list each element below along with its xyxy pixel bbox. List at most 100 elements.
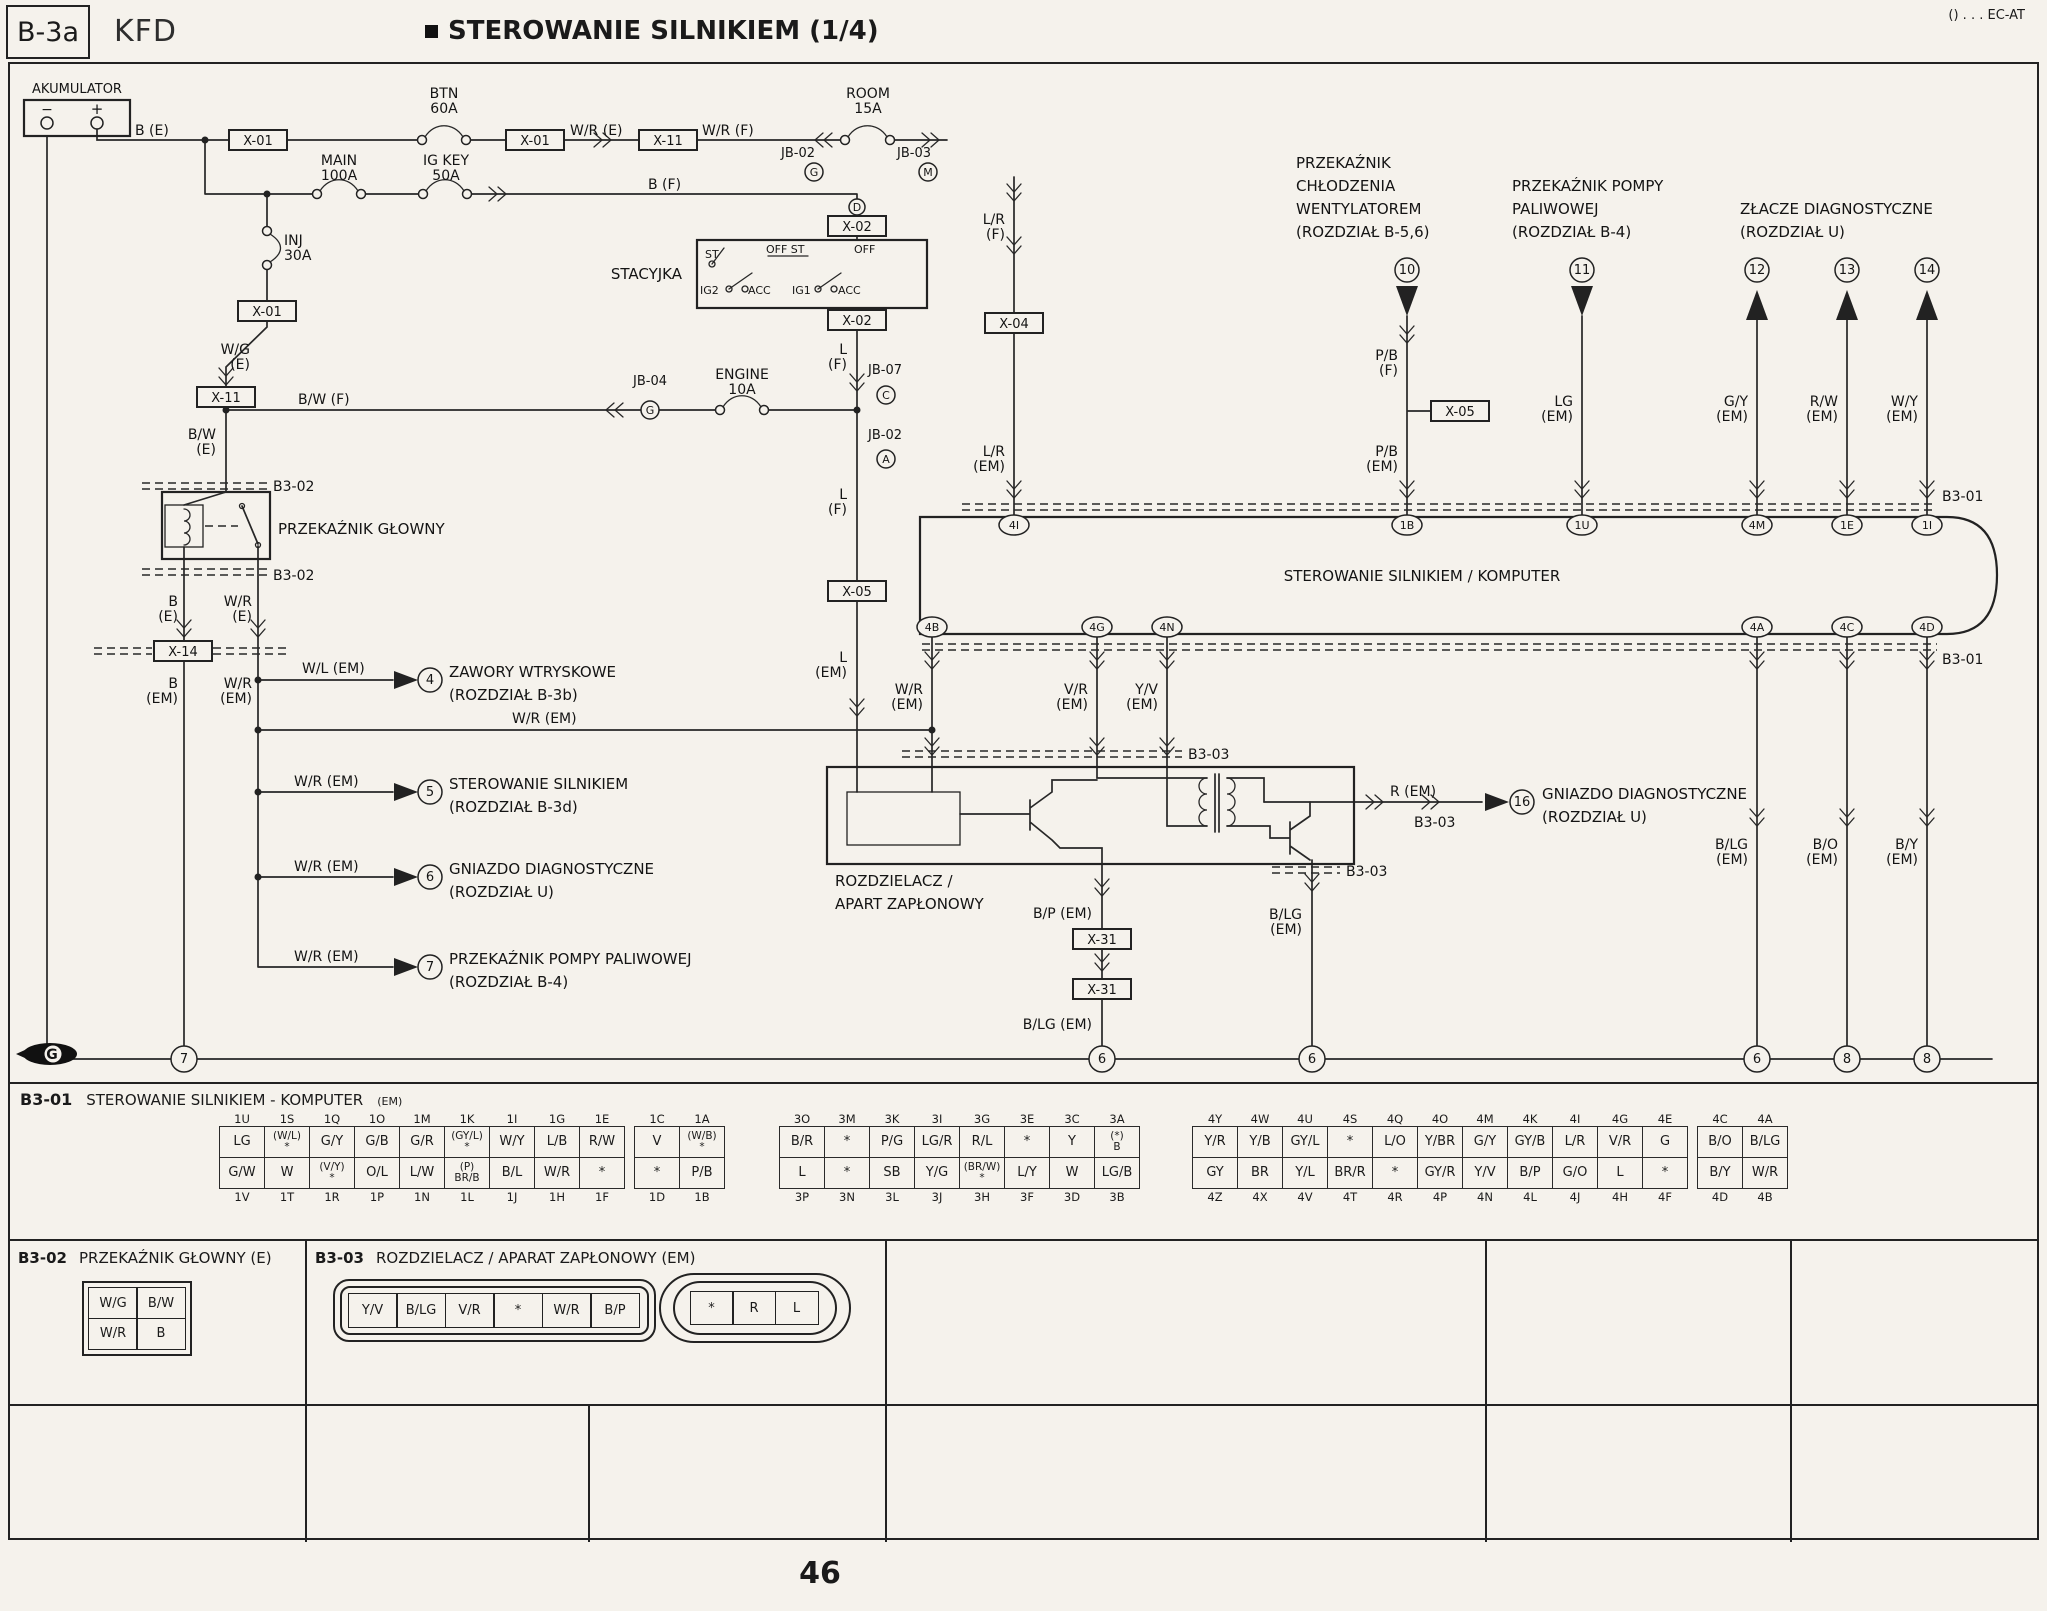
inline-connector-chevron-icon — [1006, 480, 1022, 499]
sterowanie-5-label: STEROWANIE SILNIKIEM(ROZDZIAŁ B-3d) — [449, 775, 628, 816]
pin-wire-color: L — [1597, 1157, 1643, 1189]
wire-yv-em: Y/V(EM) — [1126, 682, 1158, 713]
pin-id: 4T — [1342, 1189, 1358, 1204]
b303-c: B3-03 — [1346, 864, 1387, 880]
pin-id: 3M — [838, 1111, 856, 1126]
inline-connector-chevron-icon — [1839, 808, 1855, 827]
wire-l-em: L(EM) — [815, 650, 847, 681]
pin-wire-color: B/P — [1507, 1157, 1553, 1189]
pin-1i: 1I — [1911, 514, 1943, 536]
inline-connector-chevron-icon — [1919, 651, 1935, 670]
detail-row-2 — [10, 1404, 2037, 1542]
svg-text:4B: 4B — [925, 621, 940, 634]
svg-text:14: 14 — [1919, 263, 1936, 278]
inline-connector-chevron-icon — [488, 186, 507, 202]
pin-id: 1D — [648, 1189, 666, 1204]
pin-id: 1G — [548, 1111, 566, 1126]
pin-wire-color: LG — [219, 1126, 265, 1158]
b303-pin: B/P — [590, 1293, 640, 1328]
corner-note: () . . . EC-AT — [1948, 8, 2025, 23]
svg-text:X-05: X-05 — [842, 585, 872, 600]
distributor-box — [825, 765, 1356, 866]
pin-id: 4X — [1252, 1189, 1268, 1204]
svg-text:4M: 4M — [1749, 519, 1766, 532]
wire-b-e2: B(E) — [158, 594, 178, 625]
pin-id: 3L — [885, 1189, 899, 1204]
ref-10: 10 — [1394, 257, 1420, 283]
pin-id: 4Z — [1207, 1189, 1223, 1204]
pin-4d: 4D — [1911, 616, 1943, 638]
pin-wire-color: G/O — [1552, 1157, 1598, 1189]
pin-wire-color: O/L — [354, 1157, 400, 1189]
pin-id: 1U — [234, 1111, 250, 1126]
pin-id: 4G — [1611, 1111, 1629, 1126]
b303-pin: Y/V — [347, 1293, 398, 1328]
empty-cell — [1485, 1241, 1790, 1404]
connector-pinout-section: B3-01 STEROWANIE SILNIKIEM - KOMPUTER (E… — [10, 1082, 2037, 1239]
junction-dot — [928, 726, 936, 734]
pin-id: 1B — [694, 1189, 710, 1204]
wire-bp-em: B/P (EM) — [1033, 906, 1092, 922]
svg-text:4: 4 — [426, 673, 434, 688]
svg-text:C: C — [882, 389, 890, 402]
conn-x05-b: X-05 — [1430, 400, 1490, 422]
fuse-symbol — [714, 395, 770, 416]
wire-blg-em-b: B/LG (EM) — [1023, 1017, 1092, 1033]
gniazdo-16-label: GNIAZDO DIAGNOSTYCZNE(ROZDZIAŁ U) — [1542, 785, 1747, 826]
pin-id: 3B — [1109, 1189, 1125, 1204]
pin-wire-color: Y/G — [914, 1157, 960, 1189]
svg-text:7: 7 — [426, 960, 434, 975]
pin-id: 3A — [1109, 1111, 1125, 1126]
svg-text:X-11: X-11 — [653, 134, 683, 149]
inline-connector-chevron-icon — [1399, 480, 1415, 499]
b302-title: PRZEKAŹNIK GŁOWNY (E) — [78, 1249, 272, 1267]
wire-wr-em-4b: W/R(EM) — [891, 682, 923, 713]
wire-rw-em: R/W(EM) — [1806, 394, 1838, 425]
pin-4g: 4G — [1081, 616, 1113, 638]
flow-arrow-icon — [1746, 290, 1768, 320]
pin-id: 1Q — [323, 1111, 341, 1126]
b302-code: B3-02 — [18, 1249, 67, 1267]
pin-id: 4U — [1297, 1111, 1313, 1126]
inline-connector-chevron-icon — [1919, 480, 1935, 499]
pin-wire-color: (V/Y) * — [309, 1157, 355, 1189]
conn-x04: X-04 — [984, 312, 1044, 334]
pin-id: 1O — [368, 1111, 386, 1126]
pin-wire-color: V/R — [1597, 1126, 1643, 1158]
pin-wire-color: GY/B — [1507, 1126, 1553, 1158]
ref-13: 13 — [1834, 257, 1860, 283]
pin-4c: 4C — [1831, 616, 1863, 638]
b303-a: B3-03 — [1188, 747, 1229, 763]
ref-11: 11 — [1569, 257, 1595, 283]
pin-wire-color: (GY/L) * — [444, 1126, 490, 1158]
inline-connector-chevron-icon — [1574, 480, 1590, 499]
pin-wire-color: * — [579, 1157, 625, 1189]
wire-l-f-2: L(F) — [828, 487, 847, 518]
svg-text:X-01: X-01 — [243, 134, 273, 149]
svg-text:4I: 4I — [1009, 519, 1019, 532]
wire-lr-f: L/R(F) — [983, 212, 1006, 243]
svg-text:11: 11 — [1574, 263, 1591, 278]
pin-wire-color: * — [1327, 1126, 1373, 1158]
wire-lr-em: L/R(EM) — [973, 444, 1005, 475]
jb02b-label: JB-02 — [867, 428, 902, 443]
ecu-box — [918, 515, 1999, 636]
inline-connector-chevron-icon — [924, 737, 940, 756]
sw-ig1: IG1 — [792, 284, 811, 297]
svg-text:6: 6 — [1753, 1052, 1761, 1067]
pin-id: 4R — [1387, 1189, 1403, 1204]
inline-connector-chevron-icon — [1006, 183, 1022, 202]
b302-pin: B/W — [136, 1287, 186, 1320]
gniazdo-6-label: GNIAZDO DIAGNOSTYCZNE(ROZDZIAŁ U) — [449, 860, 654, 901]
svg-text:4G: 4G — [1089, 621, 1105, 634]
pin-id: 1N — [414, 1189, 430, 1204]
svg-text:X-02: X-02 — [842, 314, 872, 329]
pin-wire-color: G/Y — [309, 1126, 355, 1158]
svg-text:X-01: X-01 — [520, 134, 550, 149]
conn-x05-a: X-05 — [827, 580, 887, 602]
b301-top: B3-01 — [1942, 489, 1983, 505]
